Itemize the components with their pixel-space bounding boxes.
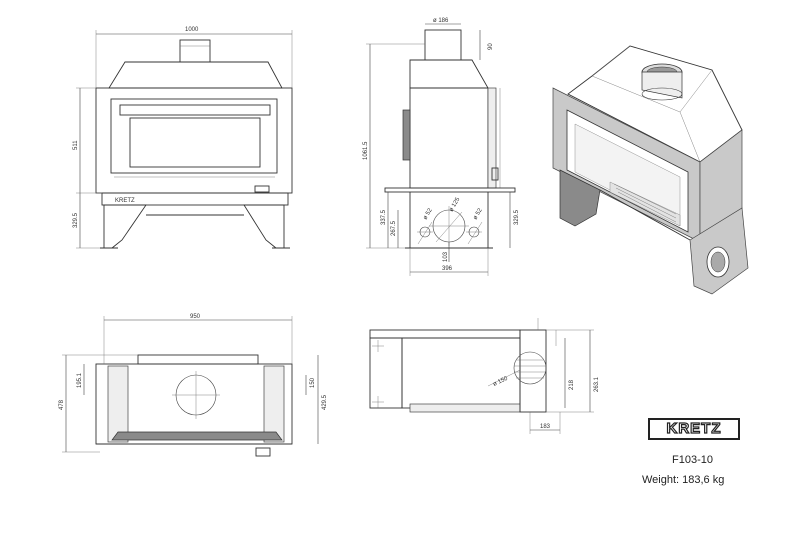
model-number: F103-10 <box>672 454 713 466</box>
front-leg-dim: 329.5 <box>73 212 79 228</box>
side-air3-dim: ø 52 <box>473 207 485 221</box>
bottom-d3: 183 <box>540 424 551 430</box>
isometric-view <box>552 45 749 295</box>
side-h2: 267.5 <box>391 220 397 236</box>
side-flue-dia: ø 186 <box>433 18 449 24</box>
top-depth-dim: 478 <box>59 399 65 410</box>
side-view: ø 52 ø 125 ø 52 ø 186 90 1061.5 337.5 26… <box>363 18 520 276</box>
product-weight: Weight: 183,6 kg <box>642 474 725 486</box>
side-air1-dim: ø 52 <box>423 207 435 221</box>
front-height-dim: 511 <box>73 140 79 150</box>
side-depth: 396 <box>442 266 453 272</box>
side-off1: 103 <box>443 251 449 262</box>
side-flue-h: 90 <box>488 43 494 50</box>
side-total-h: 1061.5 <box>363 141 369 160</box>
top-width-dim: 950 <box>190 314 201 320</box>
front-view: KRETZ 1000 511 329.5 <box>73 27 293 249</box>
front-plinth-logo: KRETZ <box>115 198 135 204</box>
bottom-flue-dia: ø 150 <box>492 376 509 388</box>
top-view: 950 478 195.1 150 429.5 <box>59 314 328 457</box>
bottom-d1: 218 <box>569 379 575 390</box>
top-d2: 150 <box>310 377 316 388</box>
side-air2-dim: ø 125 <box>449 196 462 213</box>
top-d1: 195.1 <box>77 372 83 388</box>
front-width-dim: 1000 <box>185 27 199 33</box>
side-h1: 337.5 <box>381 209 387 225</box>
logo-text: KRETZ <box>666 419 722 437</box>
bottom-view: ø 150 218 263.1 183 <box>369 318 600 434</box>
side-h3: 329.5 <box>514 209 520 225</box>
bottom-d2: 263.1 <box>594 376 600 392</box>
kretz-logo: KRETZ <box>648 418 740 440</box>
top-d3: 429.5 <box>322 394 328 410</box>
